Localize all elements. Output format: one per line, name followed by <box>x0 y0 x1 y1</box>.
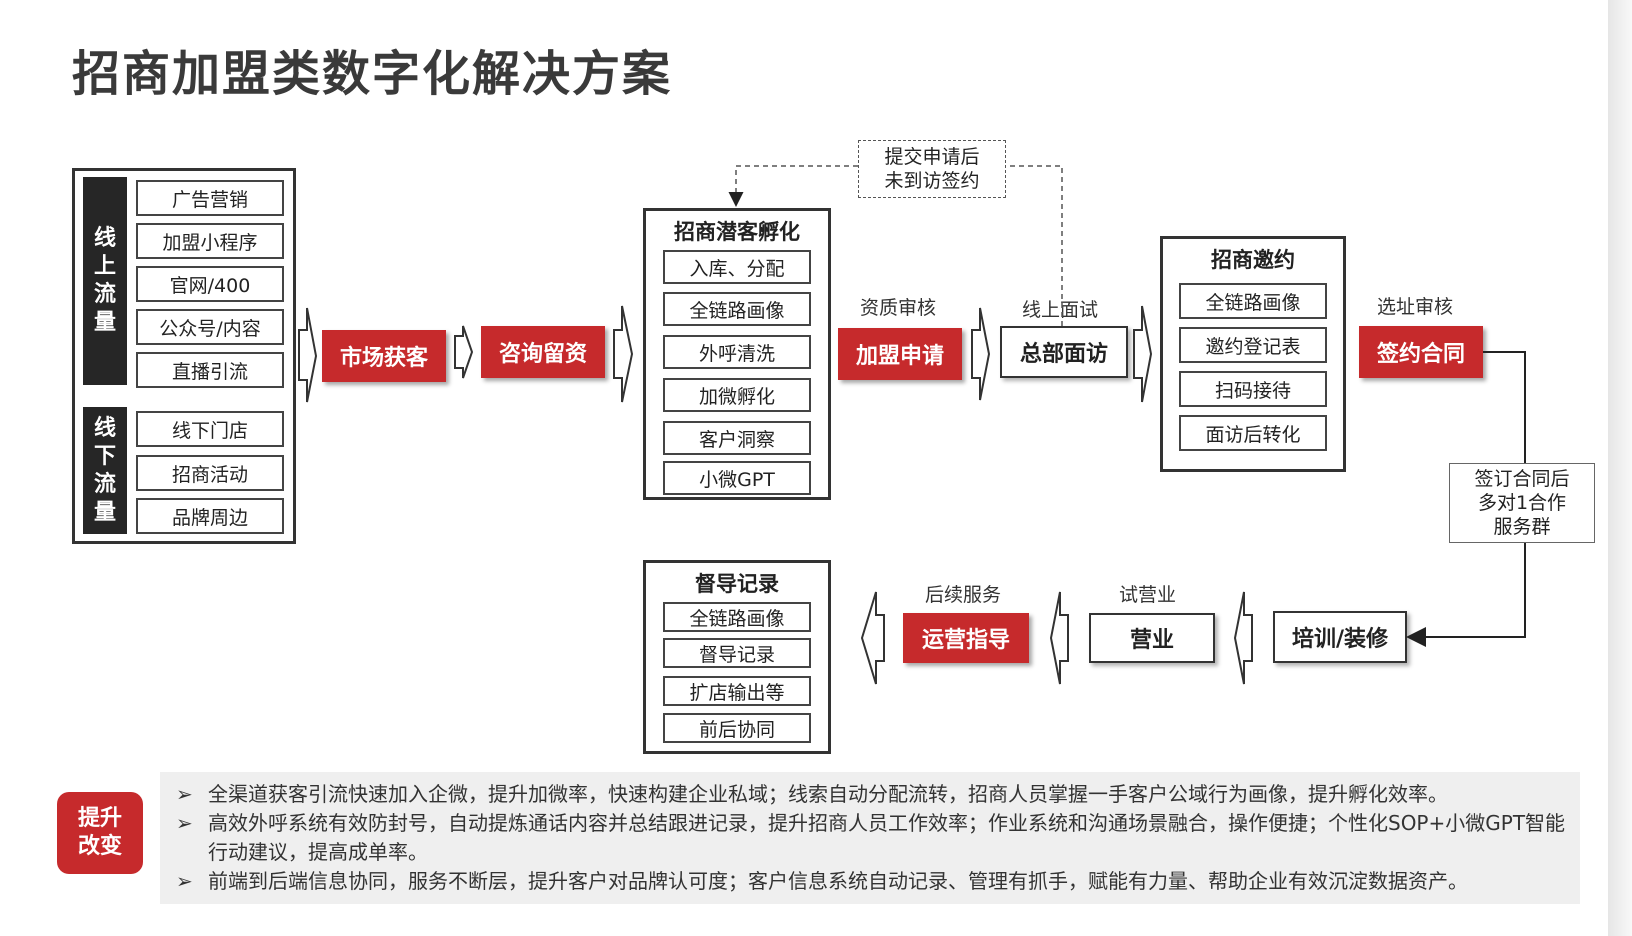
bullet-arrow-icon: ➢ <box>176 811 193 835</box>
source-item-website: 官网/400 <box>136 266 284 302</box>
block-arrow-left-icon <box>1233 591 1253 685</box>
offline-traffic-label: 线下流量 <box>83 407 127 534</box>
post-sign-service-note: 签订合同后 多对1合作 服务群 <box>1449 463 1595 543</box>
supervision-item: 全链路画像 <box>663 602 811 632</box>
bullet-arrow-icon: ➢ <box>176 782 193 806</box>
training-renovation-box: 培训/装修 <box>1273 611 1407 663</box>
online-interview-label: 线上面试 <box>1022 299 1099 321</box>
operation-guidance-box: 运营指导 <box>903 613 1029 663</box>
page-edge-shadow <box>1608 0 1632 936</box>
online-traffic-label: 线上流量 <box>83 177 127 385</box>
dashed-feedback-arrow <box>736 165 1063 326</box>
franchise-application-box: 加盟申请 <box>838 328 962 380</box>
business-box: 营业 <box>1089 613 1215 663</box>
bullet-arrow-icon: ➢ <box>176 869 193 893</box>
supervision-item: 扩店输出等 <box>663 676 811 706</box>
site-review-label: 选址审核 <box>1377 296 1454 318</box>
dashed-feedback-note: 提交申请后 未到访签约 <box>858 140 1006 198</box>
improvement-panel <box>160 772 1580 904</box>
block-arrow-right-icon <box>971 307 991 401</box>
block-arrow-right-icon <box>1133 305 1153 403</box>
invitation-item: 全链路画像 <box>1179 283 1327 319</box>
improvement-bullet: ➢ 全渠道获客引流快速加入企微，提升加微率，快速构建企业私域；线索自动分配流转，… <box>176 780 1576 809</box>
source-item-ads: 广告营销 <box>136 180 284 216</box>
improvement-bullet: ➢ 高效外呼系统有效防封号，自动提炼通话内容并总结跟进记录，提升招商人员工作效率… <box>176 809 1576 867</box>
supervision-item: 前后协同 <box>663 713 811 743</box>
invitation-title: 招商邀约 <box>1211 248 1295 272</box>
trial-operation-label: 试营业 <box>1119 584 1177 606</box>
invitation-item: 扫码接待 <box>1179 371 1327 407</box>
source-item-event: 招商活动 <box>136 455 284 491</box>
invitation-item: 邀约登记表 <box>1179 327 1327 363</box>
incubation-item: 小微GPT <box>663 461 811 495</box>
consult-lead-box: 咨询留资 <box>481 326 605 378</box>
incubation-item: 外呼清洗 <box>663 335 811 369</box>
incubation-item: 入库、分配 <box>663 250 811 284</box>
page-title: 招商加盟类数字化解决方案 <box>72 46 673 102</box>
source-item-merch: 品牌周边 <box>136 498 284 534</box>
invitation-item: 面访后转化 <box>1179 415 1327 451</box>
block-arrow-left-icon <box>860 591 885 685</box>
market-acquisition-box: 市场获客 <box>322 330 446 382</box>
block-arrow-left-icon <box>1049 591 1069 685</box>
block-arrow-right-icon <box>298 307 318 403</box>
source-item-official-account: 公众号/内容 <box>136 309 284 345</box>
block-arrow-right-icon <box>613 305 634 403</box>
improvement-bullets: ➢ 全渠道获客引流快速加入企微，提升加微率，快速构建企业私域；线索自动分配流转，… <box>176 780 1576 896</box>
supervision-item: 督导记录 <box>663 638 811 668</box>
source-item-mini-program: 加盟小程序 <box>136 223 284 259</box>
incubation-title: 招商潜客孵化 <box>674 220 800 244</box>
sign-contract-box: 签约合同 <box>1359 326 1483 378</box>
hq-visit-box: 总部面访 <box>1000 326 1128 378</box>
qualification-review-label: 资质审核 <box>860 297 937 319</box>
contract-to-training-arrow <box>1410 351 1526 637</box>
improvement-badge: 提升 改变 <box>57 792 143 874</box>
source-item-live-stream: 直播引流 <box>136 352 284 388</box>
improvement-bullet: ➢ 前端到后端信息协同，服务不断层，提升客户对品牌认可度；客户信息系统自动记录、… <box>176 867 1576 896</box>
incubation-item: 全链路画像 <box>663 292 811 326</box>
follow-up-service-label: 后续服务 <box>925 584 1002 606</box>
incubation-item: 客户洞察 <box>663 421 811 455</box>
incubation-item: 加微孵化 <box>663 378 811 412</box>
supervision-title: 督导记录 <box>695 572 779 596</box>
block-arrow-right-icon <box>454 325 474 379</box>
source-item-offline-store: 线下门店 <box>136 411 284 447</box>
